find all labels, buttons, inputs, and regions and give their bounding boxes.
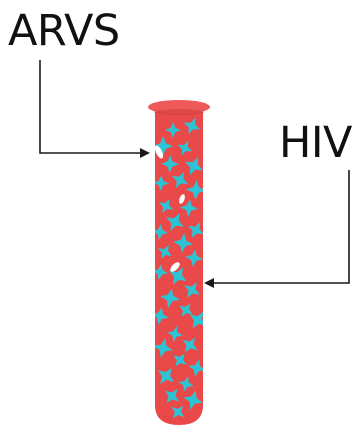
arvs-pointer-arrow xyxy=(40,60,148,153)
test-tube-icon xyxy=(148,100,212,425)
tube-rim-shadow xyxy=(154,109,204,115)
hiv-pointer-arrow xyxy=(206,170,349,283)
